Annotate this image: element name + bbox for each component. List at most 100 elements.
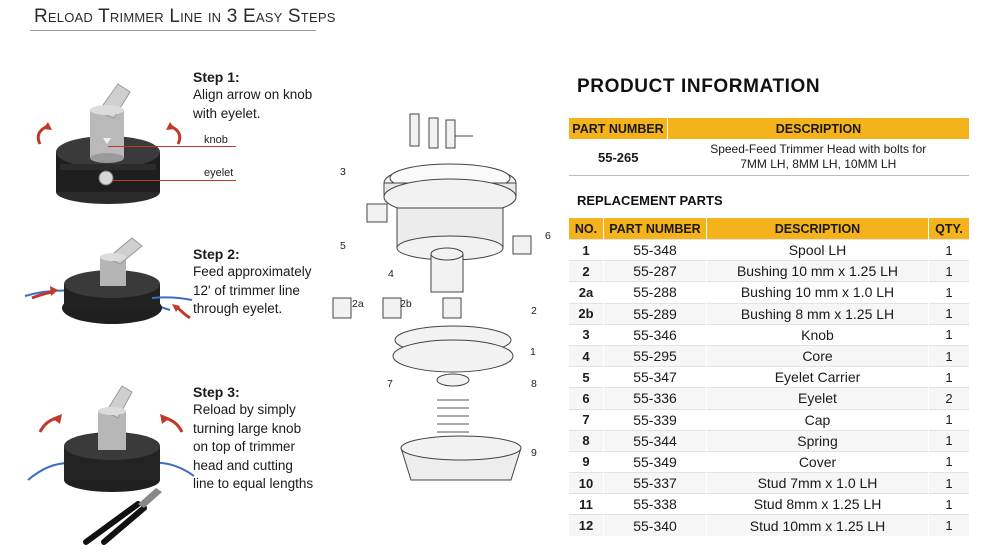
cap-part (436, 373, 470, 387)
eyelet-callout: eyelet (204, 167, 234, 179)
row-no: 2a (569, 281, 604, 304)
diagram-label-5: 5 (340, 240, 346, 252)
stud-10mm (409, 113, 420, 147)
row-qty: 1 (928, 302, 969, 325)
row-no: 9 (569, 450, 604, 473)
eyelet-part-right (512, 235, 532, 255)
row-qty: 1 (928, 366, 969, 388)
row-qty: 1 (928, 429, 969, 452)
row-part-number: 55-287 (603, 260, 707, 282)
row-part-number: 55-337 (603, 472, 707, 494)
row-part-number: 55-344 (603, 429, 707, 452)
knob-callout-line (108, 146, 236, 147)
row-part-number: 55-348 (603, 238, 707, 261)
row-no: 1 (569, 238, 604, 261)
row-qty: 1 (928, 323, 969, 346)
rp-header-part-number: PART NUMBER (603, 218, 707, 240)
row-qty: 2 (928, 387, 969, 409)
step1-trimmer-head-illustration (36, 83, 182, 204)
diagram-label-6: 6 (545, 230, 551, 242)
knob-callout: knob (204, 134, 228, 146)
row-no: 2 (569, 260, 604, 282)
pi-header-part-number: PART NUMBER (569, 118, 668, 139)
diagram-label-2a: 2a (352, 298, 364, 310)
row-description: Spool LH (706, 238, 929, 261)
spring-part (437, 399, 469, 441)
row-description: Stud 8mm x 1.25 LH (706, 493, 929, 515)
row-part-number: 55-339 (603, 408, 707, 431)
bushing-2a (332, 297, 352, 319)
bushing-2 (442, 297, 462, 319)
step-1: Step 1: Align arrow on knob with eyelet. (193, 68, 343, 123)
row-part-number: 55-288 (603, 281, 707, 304)
row-no: 6 (569, 387, 604, 409)
row-qty: 1 (928, 493, 969, 515)
row-qty: 1 (928, 281, 969, 304)
row-description: Bushing 10 mm x 1.25 LH (706, 260, 929, 282)
diagram-label-9: 9 (531, 447, 537, 459)
row-description: Eyelet Carrier (706, 366, 929, 388)
step-3-heading: Step 3: (193, 384, 240, 400)
row-description: Eyelet (706, 387, 929, 409)
pi-header-description: DESCRIPTION (667, 118, 969, 139)
product-info-title: PRODUCT INFORMATION (577, 76, 821, 97)
step-2: Step 2: Feed approximately 12' of trimme… (193, 245, 343, 319)
diagram-label-7: 7 (387, 378, 393, 390)
step-2-text: Feed approximately 12' of trimmer line t… (193, 264, 312, 316)
row-qty: 1 (928, 260, 969, 282)
row-description: Core (706, 344, 929, 367)
diagram-label-4: 4 (388, 268, 394, 280)
diagram-label-2b: 2b (400, 298, 412, 310)
row-description: Bushing 8 mm x 1.25 LH (706, 302, 929, 325)
eyelet-callout-line (112, 180, 236, 181)
row-no: 10 (569, 472, 604, 494)
row-qty: 1 (928, 450, 969, 473)
row-part-number: 55-346 (603, 323, 707, 346)
row-part-number: 55-340 (603, 514, 707, 536)
row-description: Spring (706, 429, 929, 452)
rp-header-qty: QTY. (928, 218, 969, 240)
row-part-number: 55-295 (603, 344, 707, 367)
row-part-number: 55-336 (603, 387, 707, 409)
row-description: Cover (706, 450, 929, 473)
row-description: Stud 7mm x 1.0 LH (706, 472, 929, 494)
row-qty: 1 (928, 408, 969, 431)
product-info-table: PART NUMBER DESCRIPTION 55-265 Speed-Fee… (569, 118, 969, 176)
step-1-heading: Step 1: (193, 69, 240, 85)
row-qty: 1 (928, 472, 969, 494)
stud-7mm (445, 119, 456, 149)
replacement-parts-title: REPLACEMENT PARTS (577, 193, 723, 208)
bushing-2b (382, 297, 402, 319)
title-divider (30, 30, 316, 31)
step-1-text: Align arrow on knob with eyelet. (193, 87, 313, 121)
step3-trimmer-head-illustration (27, 385, 195, 545)
step-2-heading: Step 2: (193, 246, 240, 262)
row-description: Stud 10mm x 1.25 LH (706, 514, 929, 536)
row-no: 8 (569, 429, 604, 452)
row-no: 7 (569, 408, 604, 431)
row-no: 3 (569, 323, 604, 346)
row-part-number: 55-289 (603, 302, 707, 325)
row-part-number: 55-338 (603, 493, 707, 515)
rp-header-no: NO. (569, 218, 604, 240)
diagram-label-1: 1 (530, 346, 536, 358)
stud-8mm (428, 117, 439, 149)
row-qty: 1 (928, 514, 969, 536)
row-part-number: 55-347 (603, 366, 707, 388)
diagram-label-3: 3 (340, 166, 346, 178)
